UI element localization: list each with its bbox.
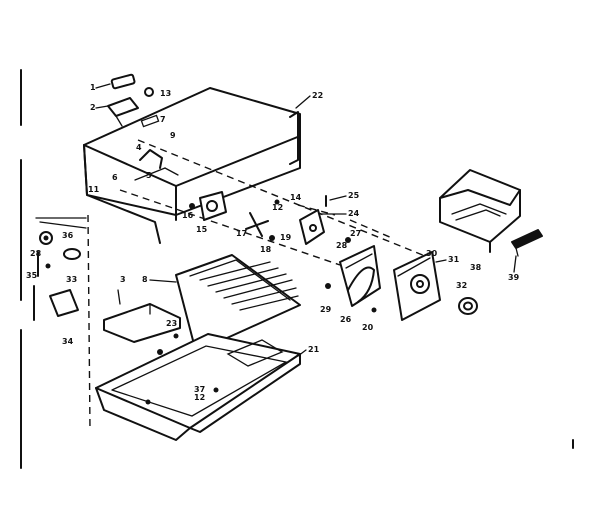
label-9: 9 — [170, 131, 176, 140]
label-37: 37 — [194, 385, 205, 394]
assembly-lines — [87, 139, 431, 431]
label-25: 25 — [348, 191, 360, 200]
dispenser-chute — [325, 245, 381, 313]
motor-housing — [393, 251, 441, 321]
bottom-drain-pan — [95, 333, 301, 441]
label-39: 39 — [508, 273, 520, 282]
label-31: 31 — [448, 255, 460, 264]
crusher-handle — [511, 229, 543, 257]
label-19: 19 — [280, 233, 292, 242]
label-30: 30 — [426, 249, 438, 258]
label-27: 27 — [350, 229, 361, 238]
label-33: 33 — [66, 275, 77, 284]
label-10: 12 — [194, 393, 205, 402]
label-24: 24 — [348, 209, 360, 218]
label-14: 14 — [290, 193, 302, 202]
ice-bucket — [439, 169, 521, 253]
label-34: 34 — [62, 337, 74, 346]
label-35: 35 — [26, 271, 38, 280]
label-3: 3 — [120, 275, 126, 284]
label-38: 38 — [470, 263, 482, 272]
part-labels: 1 2 13 22 7 9 4 5 11 6 16 15 17 18 19 14… — [26, 83, 520, 402]
label-1: 1 — [90, 83, 96, 92]
label-32: 32 — [456, 281, 467, 290]
label-20: 20 — [362, 323, 374, 332]
label-left-28: 28 — [30, 249, 42, 258]
slide-bracket — [103, 289, 181, 343]
label-28: 28 — [336, 241, 348, 250]
bracket-assembly — [299, 195, 351, 245]
label-18: 18 — [260, 245, 272, 254]
left-side-hardware — [33, 217, 87, 321]
label-22: 22 — [312, 91, 323, 100]
drive-gear — [458, 297, 478, 315]
label-15: 15 — [196, 225, 208, 234]
cover-handle — [107, 73, 154, 127]
label-29: 29 — [320, 305, 332, 314]
label-36: 36 — [62, 231, 74, 240]
label-11: 11 — [88, 185, 100, 194]
ice-bin-housing — [83, 87, 301, 244]
label-21: 21 — [308, 345, 320, 354]
label-2: 2 — [90, 103, 96, 112]
label-12: 12 — [272, 203, 283, 212]
label-26: 26 — [340, 315, 352, 324]
label-16: 16 — [182, 211, 194, 220]
label-23: 23 — [166, 319, 177, 328]
label-6: 6 — [112, 173, 118, 182]
auger-motor-parts — [189, 191, 280, 241]
label-13: 13 — [160, 89, 171, 98]
label-5: 5 — [146, 171, 152, 180]
label-8: 8 — [142, 275, 148, 284]
label-7: 7 — [160, 115, 166, 124]
label-4: 4 — [136, 143, 142, 152]
label-17: 17 — [236, 229, 247, 238]
ice-shelf — [175, 254, 301, 353]
